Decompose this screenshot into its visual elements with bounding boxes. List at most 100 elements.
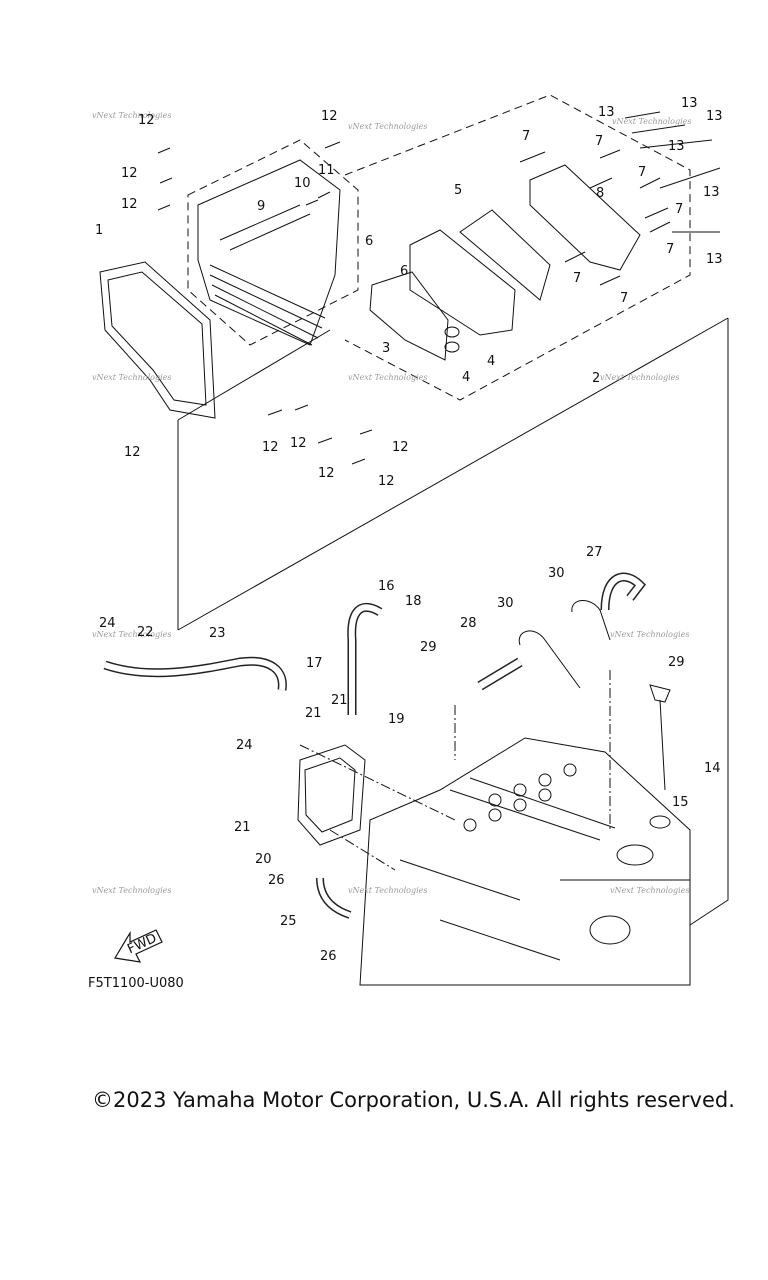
callout-27: 27: [586, 545, 603, 560]
callout-29: 29: [420, 640, 437, 655]
gasket-1: [99, 261, 216, 419]
hose-27-inner: [602, 574, 644, 611]
parts-diagram: vNext Technologies vNext Technologies vN…: [92, 94, 729, 986]
watermark: vNext Technologies: [92, 630, 171, 639]
callout-12: 12: [121, 197, 138, 212]
copyright-notice: ©2023 Yamaha Motor Corporation, U.S.A. A…: [92, 1088, 735, 1112]
callout-7: 7: [620, 291, 628, 306]
callout-1: 1: [95, 223, 103, 238]
hose-28-inner: [478, 658, 522, 690]
callout-7: 7: [522, 129, 530, 144]
callout-3: 3: [382, 341, 390, 356]
breather-cover: [529, 164, 641, 271]
o-ring-4b: [444, 341, 460, 353]
callout-21: 21: [234, 820, 251, 835]
gasket-3: [369, 271, 449, 361]
callout-18: 18: [405, 594, 422, 609]
watermark: vNext Technologies: [612, 117, 691, 126]
gasket-5: [459, 209, 551, 301]
oil-separator-inner: [304, 757, 356, 833]
callout-6: 6: [400, 264, 408, 279]
head-cover-fins: [209, 204, 326, 346]
watermark: vNext Technologies: [348, 373, 427, 382]
head-cover: [197, 159, 341, 346]
callout-12: 12: [392, 440, 409, 455]
callout-13: 13: [598, 105, 615, 120]
gasket-1-inner: [107, 271, 207, 406]
callout-12: 12: [290, 436, 307, 451]
callout-4: 4: [487, 354, 495, 369]
watermark: vNext Technologies: [610, 630, 689, 639]
callout-20: 20: [255, 852, 272, 867]
callout-26: 26: [320, 949, 337, 964]
callout-22: 22: [137, 625, 154, 640]
callout-30: 30: [497, 596, 514, 611]
callout-7: 7: [638, 165, 646, 180]
callout-13: 13: [681, 96, 698, 111]
callout-12: 12: [262, 440, 279, 455]
callout-12: 12: [318, 466, 335, 481]
callout-23: 23: [209, 626, 226, 641]
oil-separator: [297, 744, 366, 846]
callout-7: 7: [595, 134, 603, 149]
callout-15: 15: [672, 795, 689, 810]
callout-7: 7: [675, 202, 683, 217]
assembly-lead-lines: [177, 317, 729, 926]
callout-8: 8: [596, 186, 604, 201]
clamp-30b: [571, 600, 611, 641]
watermark: vNext Technologies: [610, 886, 689, 895]
callout-13: 13: [703, 185, 720, 200]
breather-dashed-outline: [344, 94, 691, 401]
callout-10: 10: [294, 176, 311, 191]
o-ring-15: [649, 815, 671, 829]
callout-13: 13: [706, 109, 723, 124]
o-ring-4a: [444, 326, 460, 338]
engine-detail: [399, 777, 690, 961]
callout-4: 4: [462, 370, 470, 385]
watermark: vNext Technologies: [92, 373, 171, 382]
callout-13: 13: [706, 252, 723, 267]
cover-dashed-outline: [187, 139, 359, 346]
hose-23-inner: [104, 658, 286, 691]
watermark: vNext Technologies: [348, 122, 427, 131]
callout-26: 26: [268, 873, 285, 888]
callout-12: 12: [321, 109, 338, 124]
hose-17: [347, 602, 383, 715]
fwd-arrow-icon: [114, 929, 163, 963]
callout-9: 9: [257, 199, 265, 214]
bolt-icons: [157, 111, 721, 465]
callout-7: 7: [666, 242, 674, 257]
callout-16: 16: [378, 579, 395, 594]
callout-17: 17: [306, 656, 323, 671]
callout-19: 19: [388, 712, 405, 727]
hose-25-inner: [317, 877, 351, 918]
callout-13: 13: [668, 139, 685, 154]
callout-5: 5: [454, 183, 462, 198]
diagram-code: F5T1100-U080: [88, 976, 184, 991]
callout-14: 14: [704, 761, 721, 776]
clamp-30a: [518, 630, 581, 689]
callout-7: 7: [573, 271, 581, 286]
callout-25: 25: [280, 914, 297, 929]
dipstick: [649, 684, 671, 791]
callout-30: 30: [548, 566, 565, 581]
breather-plate: [409, 229, 516, 336]
callout-6: 6: [365, 234, 373, 249]
hose-23: [103, 656, 287, 691]
callout-21: 21: [305, 706, 322, 721]
callout-21: 21: [331, 693, 348, 708]
callout-12: 12: [378, 474, 395, 489]
callout-2: 2: [592, 371, 600, 386]
callout-28: 28: [460, 616, 477, 631]
callout-12: 12: [121, 166, 138, 181]
callout-24: 24: [99, 616, 116, 631]
engine-block: [359, 737, 691, 986]
watermark: vNext Technologies: [348, 886, 427, 895]
callout-11: 11: [318, 163, 335, 178]
callout-29: 29: [668, 655, 685, 670]
dash-dot-lines: [299, 670, 611, 871]
callout-12: 12: [138, 113, 155, 128]
watermark: vNext Technologies: [600, 373, 679, 382]
watermark: vNext Technologies: [92, 886, 171, 895]
